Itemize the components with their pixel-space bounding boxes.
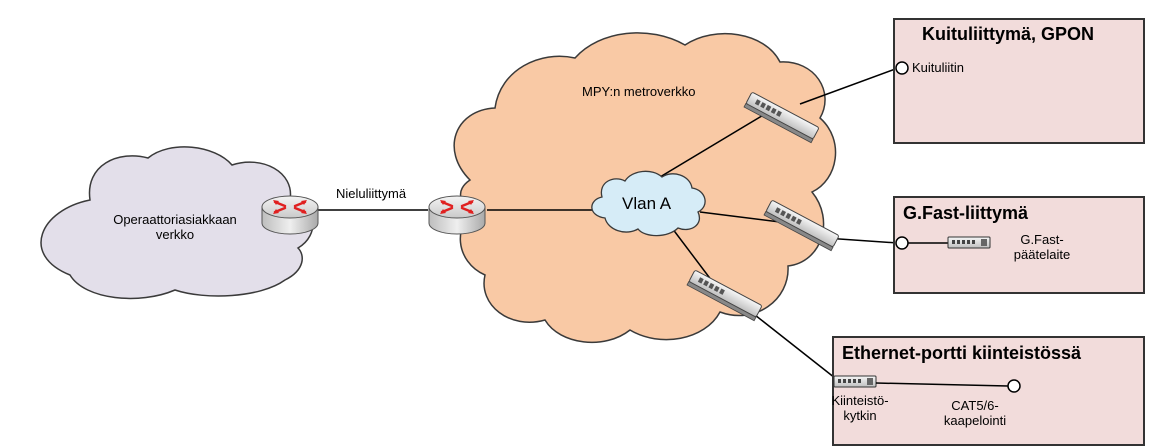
link-vlan-to-ethernet-switch [671, 227, 716, 286]
cabling-label-line2: kaapelointi [943, 413, 1007, 428]
switch-icon [743, 92, 819, 144]
vlan-cloud [591, 170, 706, 237]
gfast-box: G.Fast-liittymä [893, 196, 1145, 294]
cabling-label: CAT5/6- kaapelointi [933, 398, 1017, 428]
switch-icon [833, 375, 877, 388]
switch-icon [763, 200, 839, 252]
gfast-device-label: G.Fast- päätelaite [1002, 232, 1082, 262]
port-icon [895, 61, 909, 75]
metro-cloud-label: MPY:n metroverkko [582, 84, 696, 99]
port-icon [1007, 379, 1021, 393]
cabling-label-line1: CAT5/6- [951, 398, 999, 413]
gfast-device-label-line1: G.Fast- [1020, 232, 1064, 247]
cabling-line [875, 382, 1009, 387]
switch-icon [947, 236, 991, 249]
ethernet-box-title: Ethernet-portti kiinteistössä [842, 343, 1082, 363]
building-switch-label: Kiinteistö- kytkin [830, 393, 890, 423]
gfast-device-label-line2: päätelaite [1013, 247, 1071, 262]
port-icon [895, 236, 909, 250]
router-icon [428, 195, 486, 235]
link-vlan-to-gfast-switch [699, 211, 781, 223]
operator-cloud [40, 146, 314, 300]
fiber-port-label: Kuituliitin [912, 60, 965, 75]
switch-icon [686, 270, 762, 322]
fiber-box: Kuituliittymä, GPON [893, 18, 1145, 144]
vlan-label: Vlan A [622, 194, 672, 213]
link-ethernet-switch-to-box [754, 314, 836, 379]
gfast-box-title: G.Fast-liittymä [903, 203, 1029, 223]
building-switch-label-line2: kytkin [843, 408, 877, 423]
sink-interface-label: Nieluliittymä [336, 186, 407, 201]
operator-cloud-label-line2: verkko [155, 227, 195, 242]
operator-cloud-label-line1: Operaattoriasiakkaan [113, 212, 237, 227]
fiber-box-title: Kuituliittymä, GPON [922, 24, 1095, 44]
building-switch-label-line1: Kiinteistö- [831, 393, 889, 408]
router-icon [261, 195, 319, 235]
operator-cloud-label: Operaattoriasiakkaan verkko [100, 212, 250, 242]
ethernet-box: Ethernet-portti kiinteistössä [832, 336, 1145, 446]
link-fiber-switch-to-box [799, 67, 899, 105]
